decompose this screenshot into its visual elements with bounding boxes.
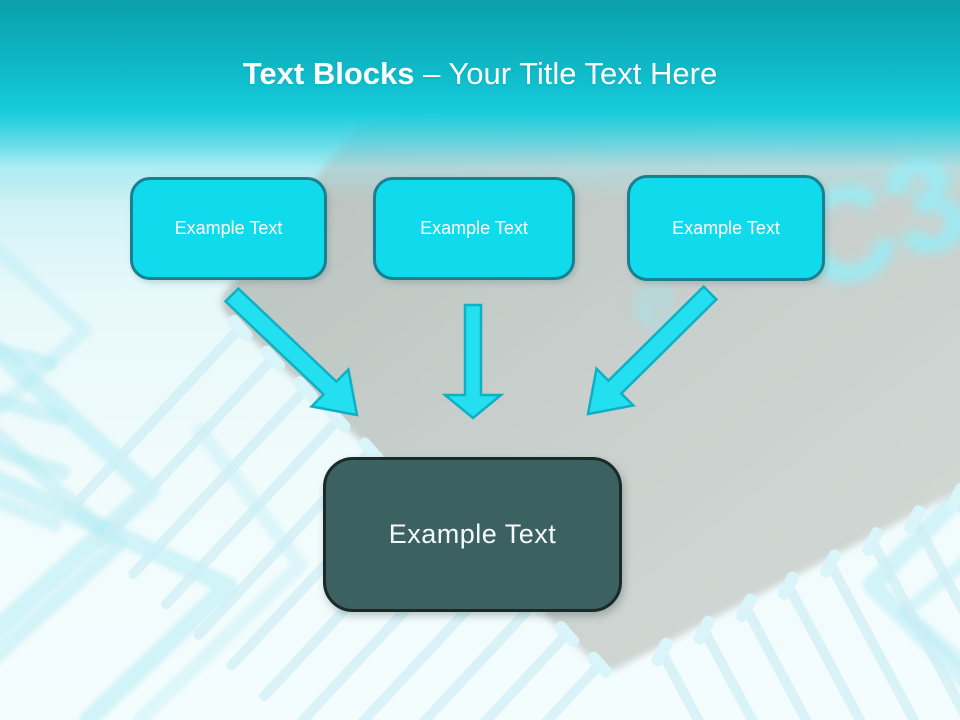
board-stripe xyxy=(785,584,866,720)
board-stripe xyxy=(743,606,812,720)
board-stripe xyxy=(911,518,960,616)
chip-pin xyxy=(904,505,926,534)
chip-pin-shape xyxy=(861,527,884,556)
chip-pin xyxy=(358,437,384,464)
chip-pin xyxy=(651,637,673,667)
chip-pin-shape xyxy=(819,549,841,578)
chip-pin xyxy=(735,593,757,623)
board-stripe xyxy=(701,628,758,720)
board-stripe xyxy=(869,540,960,717)
circuit-trace xyxy=(0,243,92,417)
chip-pin-shape xyxy=(735,593,757,623)
title-band xyxy=(0,0,960,200)
circuit-trace xyxy=(0,444,70,480)
chip-pin-shape xyxy=(358,437,384,464)
chip-pin xyxy=(693,615,715,645)
chip-pin xyxy=(861,527,884,556)
text-block-2-label: Example Text xyxy=(420,218,528,238)
board-stripe xyxy=(827,562,920,720)
chip-pin-shape xyxy=(777,571,799,600)
board-stripe xyxy=(63,325,243,518)
summary-block[interactable]: Example Text xyxy=(323,457,622,612)
chip-pin-shape xyxy=(693,615,715,645)
board-stripe xyxy=(659,651,704,720)
board-stripe xyxy=(418,600,538,720)
board-stripe xyxy=(541,661,603,720)
chip-pin-shape xyxy=(946,483,960,512)
chip-pin xyxy=(819,549,841,578)
chip-pin xyxy=(587,651,613,678)
chip-pin-shape xyxy=(651,637,673,667)
chip-pin xyxy=(777,571,799,600)
text-block-3-label: Example Text xyxy=(672,217,780,238)
title-regular-text: – Your Title Text Here xyxy=(423,56,718,91)
text-block-3[interactable]: Example Text xyxy=(627,175,825,281)
circuit-trace xyxy=(0,393,68,426)
circuit-trace xyxy=(0,494,62,531)
board-stripe xyxy=(479,631,570,720)
circuit-trace xyxy=(0,343,58,371)
slide-title: Text Blocks – Your Title Text Here xyxy=(0,54,960,94)
board-stripe xyxy=(128,386,309,579)
text-block-1-label: Example Text xyxy=(174,218,283,238)
circuit-trace xyxy=(0,470,237,720)
chip-pin-shape xyxy=(587,651,613,678)
chip-pin-shape xyxy=(904,505,926,534)
chip-pin-shape xyxy=(554,620,580,648)
circuit-trace xyxy=(133,423,307,720)
chip-pin xyxy=(554,620,580,648)
text-block-1[interactable]: Example Text xyxy=(130,177,327,280)
chip-pin xyxy=(946,483,960,512)
title-bold-text: Text Blocks xyxy=(242,56,415,91)
summary-block-label: Example Text xyxy=(388,519,557,549)
board-stripe xyxy=(161,416,342,610)
text-block-2[interactable]: Example Text xyxy=(373,177,575,280)
